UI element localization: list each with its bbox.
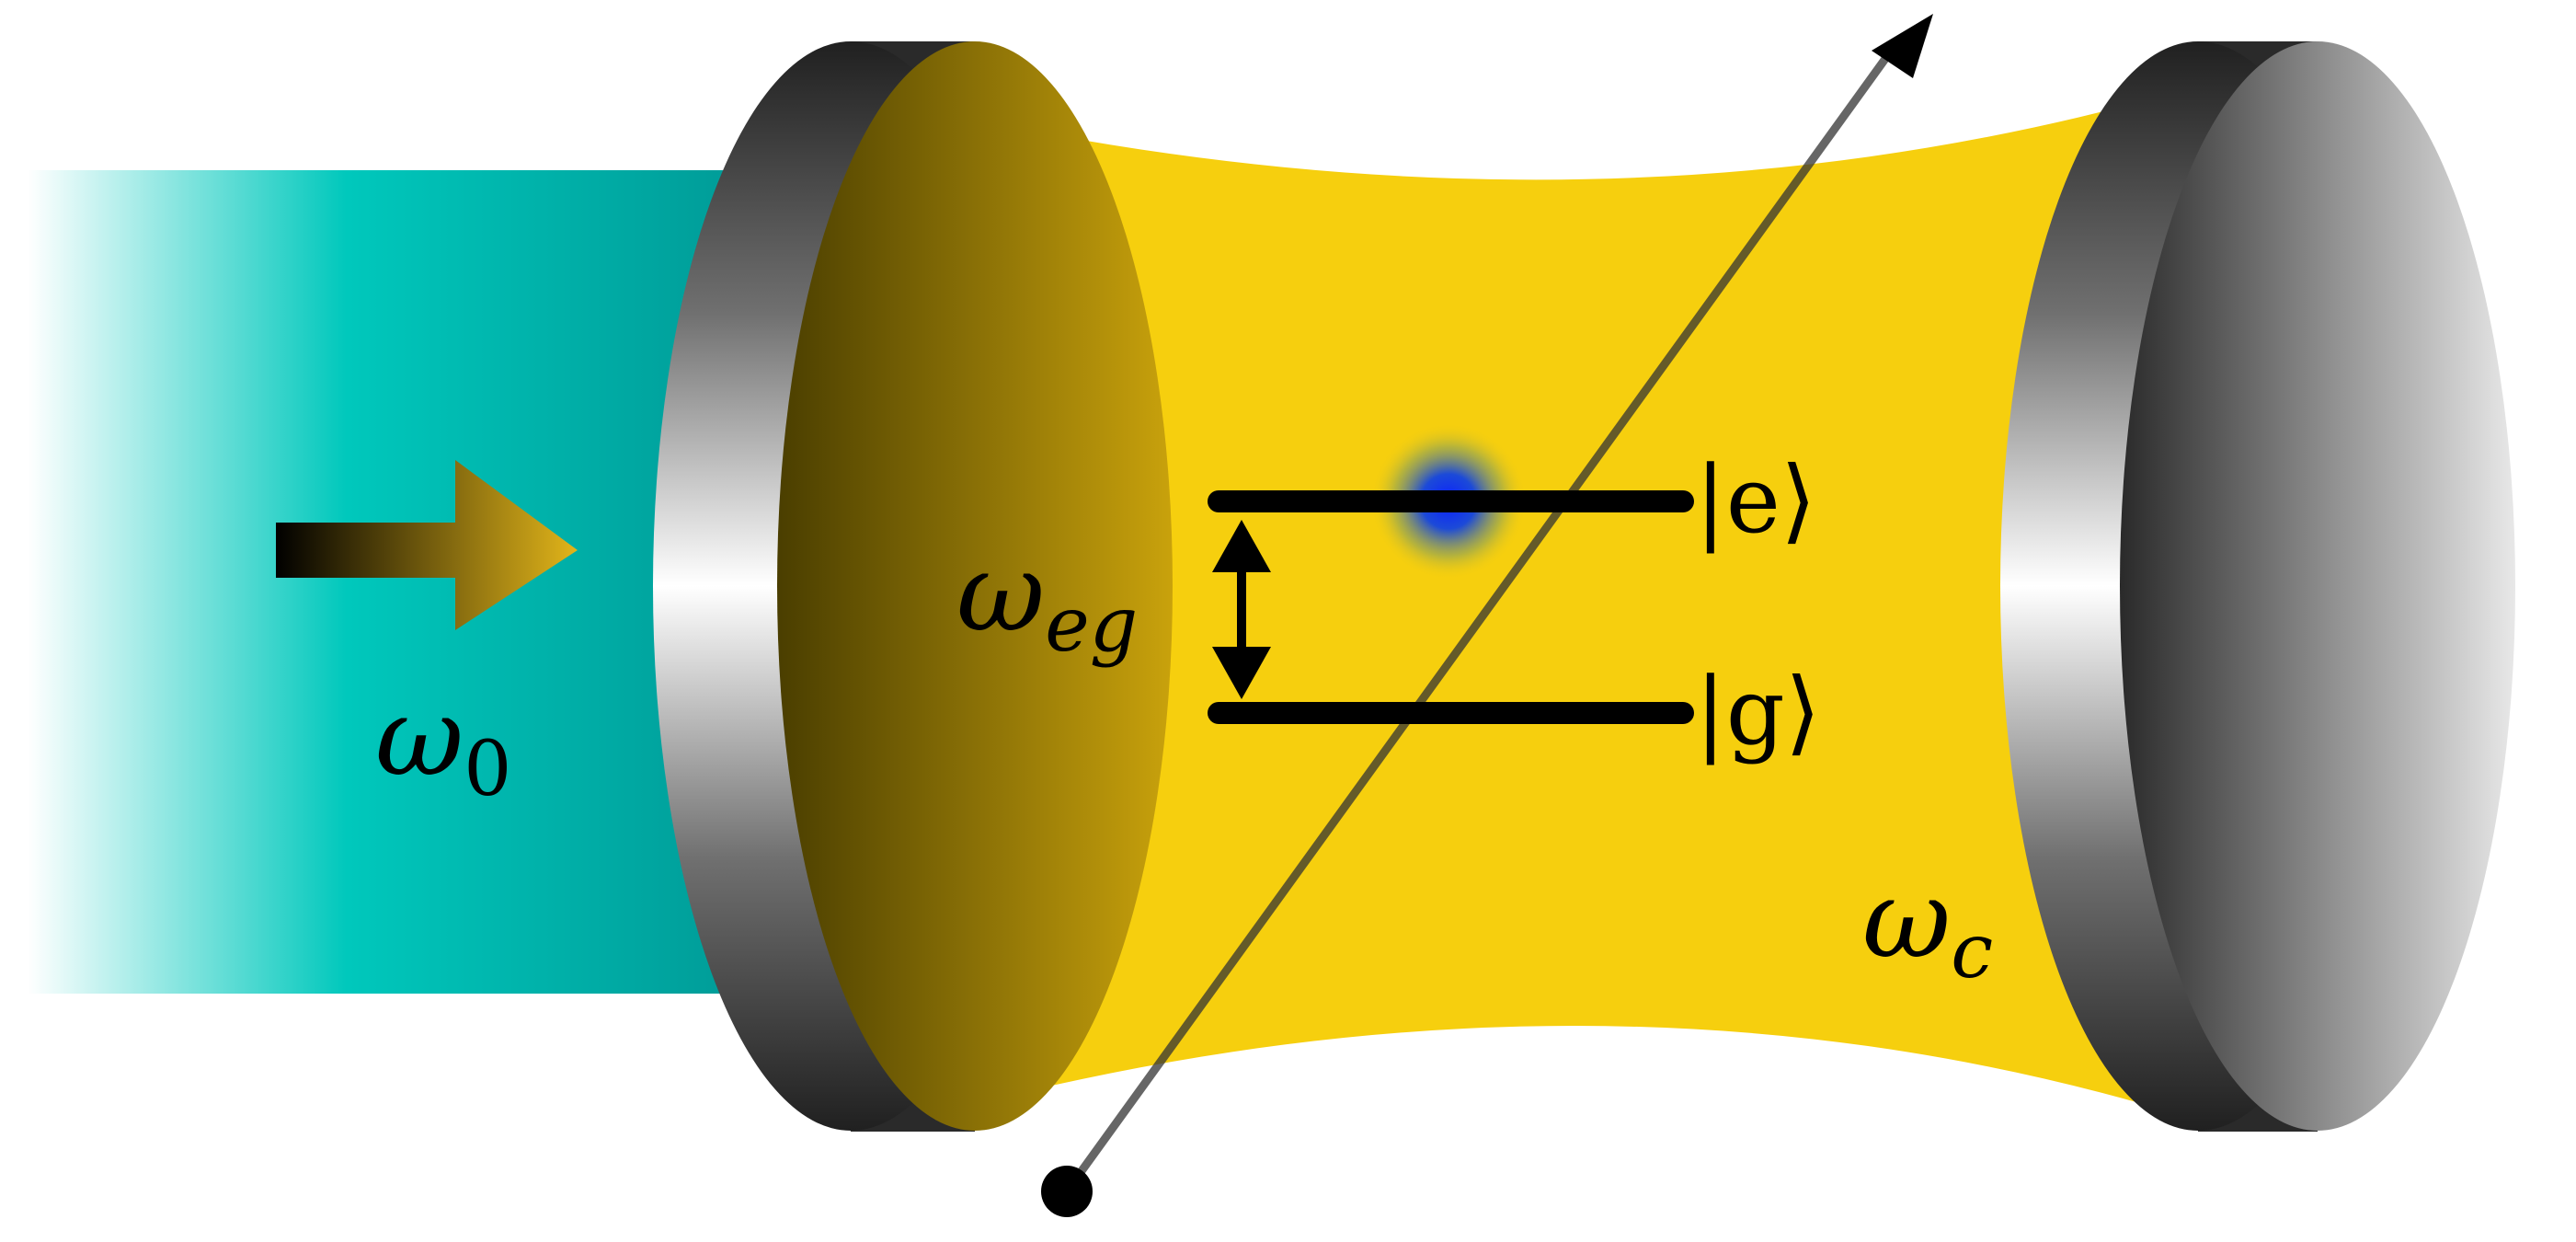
excited-state-label: |e⟩	[1695, 446, 1816, 554]
right-mirror	[2000, 41, 2515, 1132]
pump-frequency-label: ω0	[375, 673, 511, 813]
pump-arrow-icon	[276, 460, 578, 630]
trajectory-arrowhead-icon	[1872, 14, 1933, 78]
left-mirror	[653, 41, 1173, 1132]
pump-beam	[28, 170, 736, 994]
cavity-frequency-label: ωc	[1862, 856, 1993, 995]
ground-state-label: |g⟩	[1695, 658, 1821, 765]
cavity-field	[975, 101, 2143, 1104]
atom-trajectory-line	[1063, 43, 1898, 1194]
transition-double-arrow-icon	[1212, 520, 1271, 699]
atom-transition-label: ωeg	[956, 529, 1138, 669]
atom-source-dot	[1041, 1166, 1093, 1217]
